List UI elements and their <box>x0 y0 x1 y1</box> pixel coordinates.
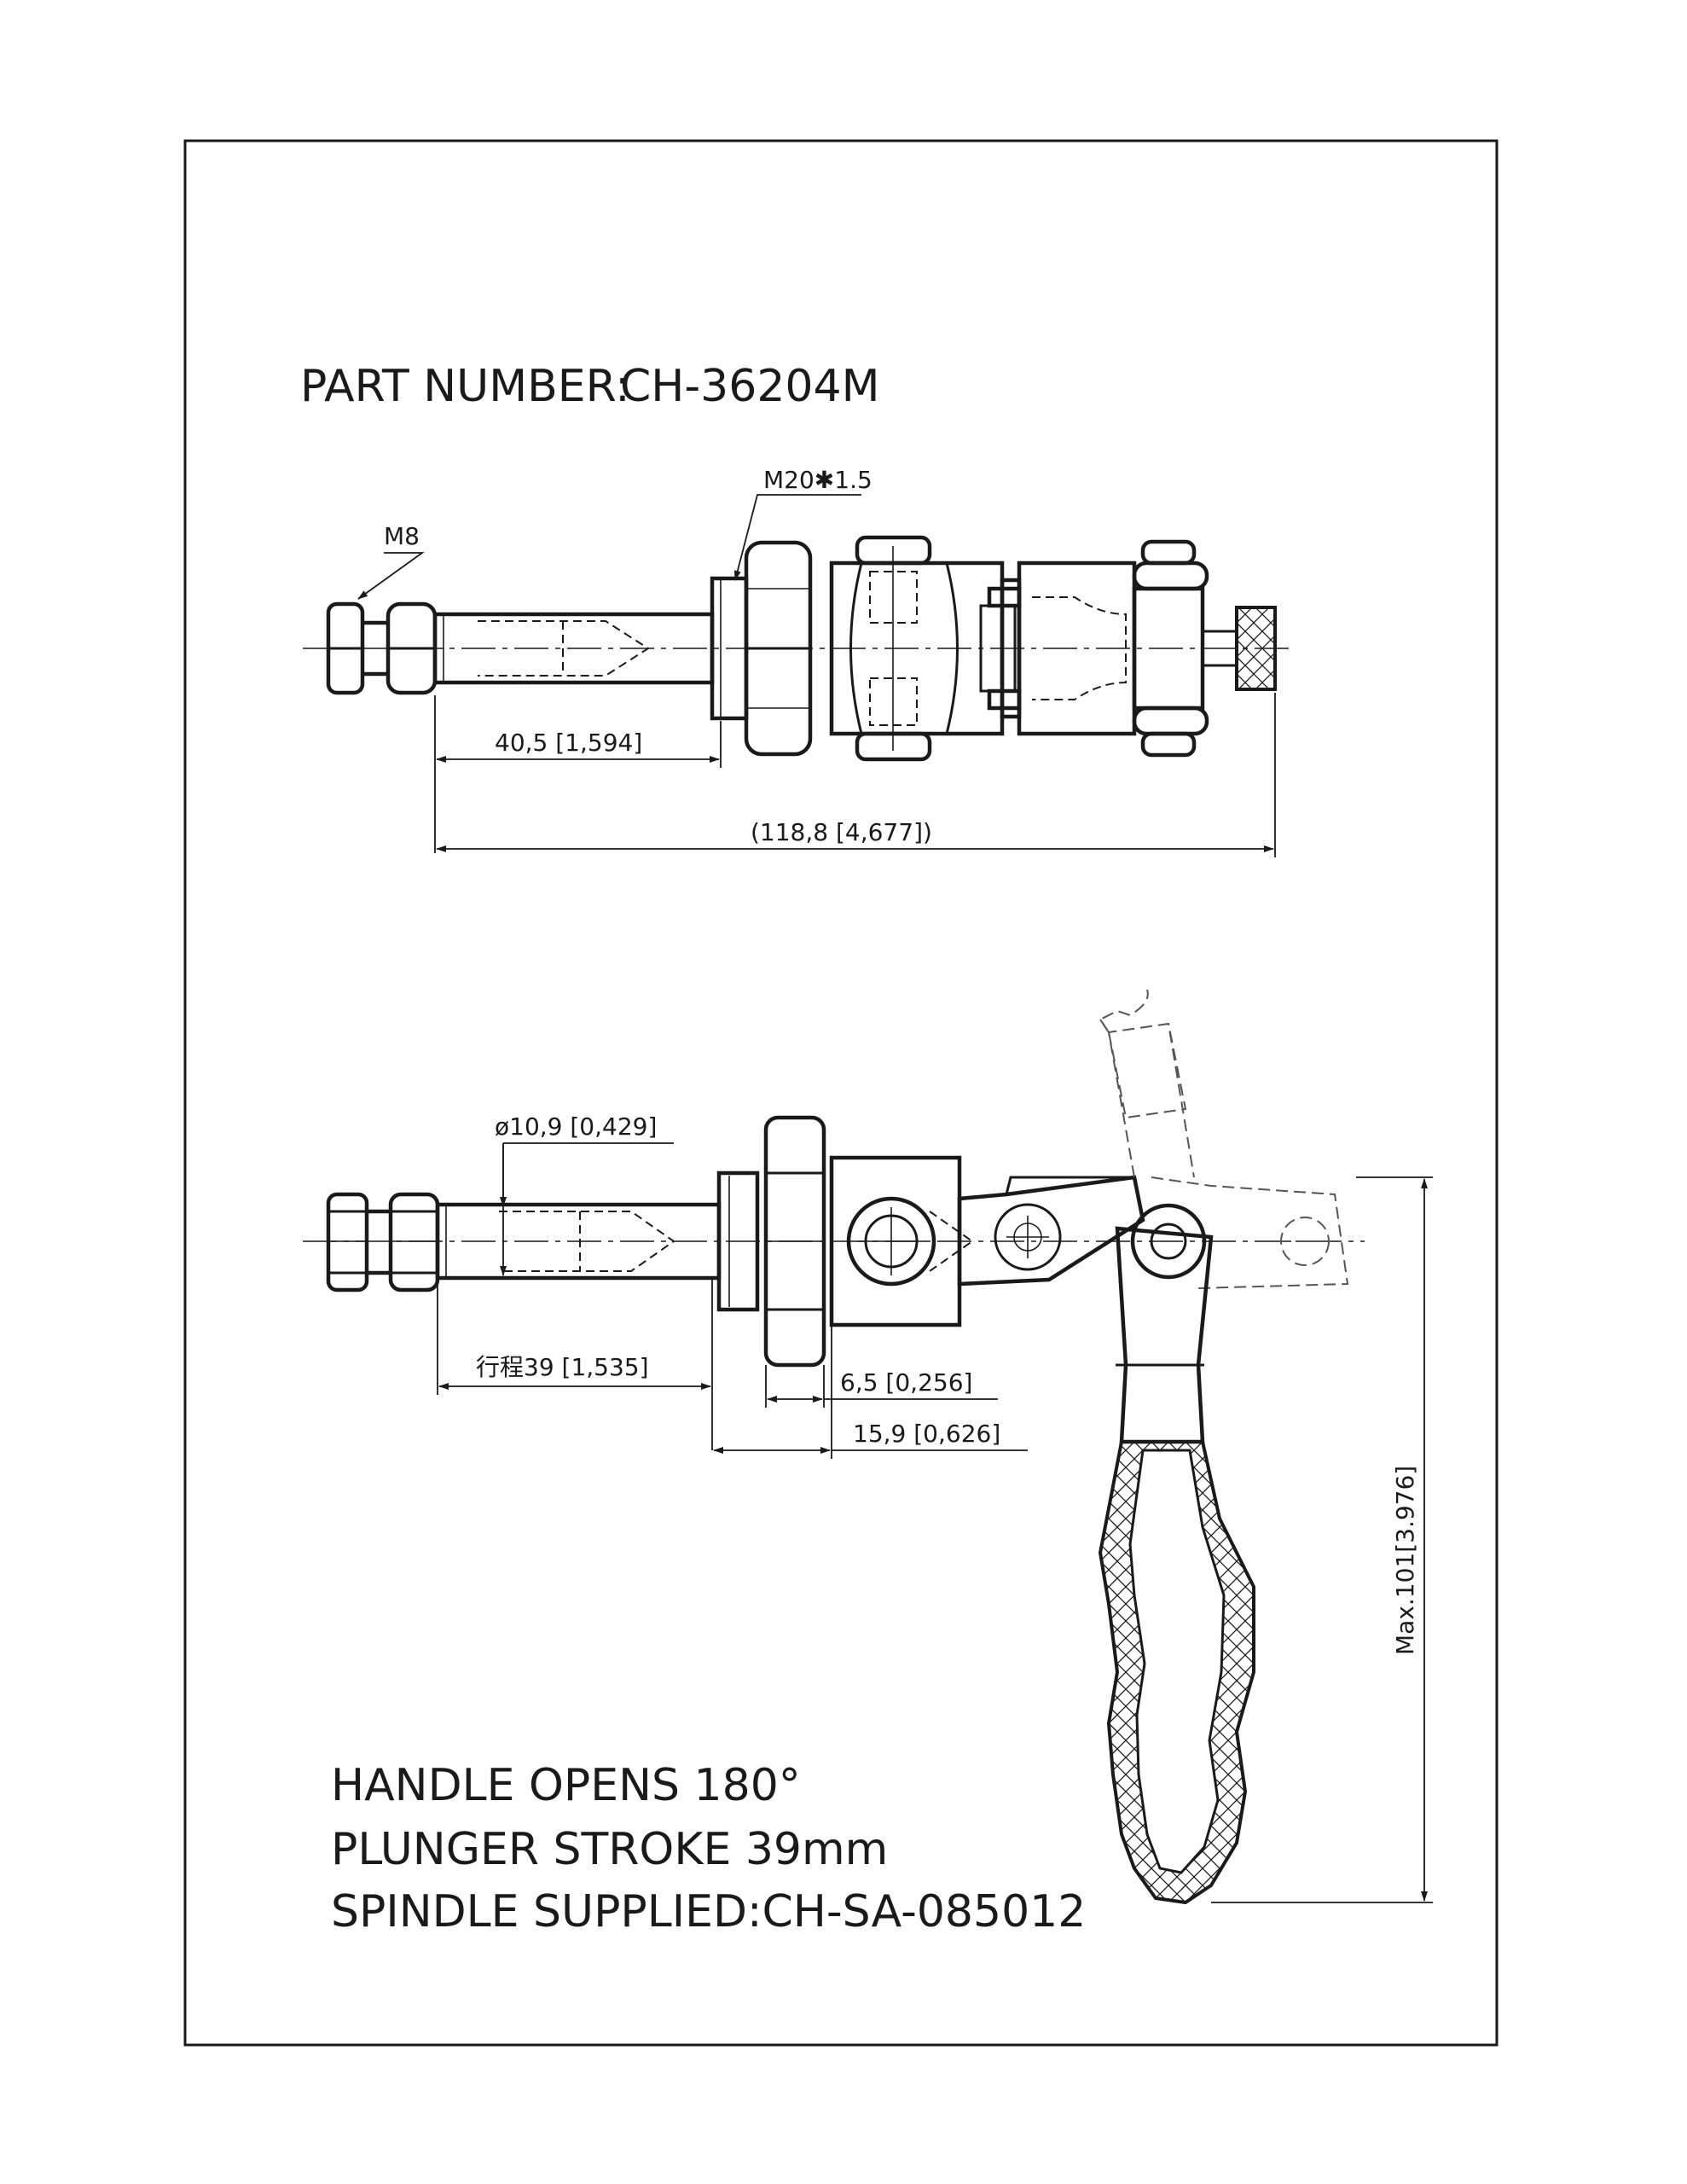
m8-nut-right <box>386 601 438 695</box>
part-number-label: PART NUMBER: <box>300 361 630 412</box>
border-frame <box>183 139 1499 2047</box>
note-spindle-supplied: SPINDLE SUPPLIED:CH-SA-085012 <box>331 1886 1086 1937</box>
dim-plunger-diameter: ø10,9 [0,429] <box>495 1112 657 1141</box>
part-number-value: CH-36204M <box>620 361 879 412</box>
dim-plunger-length: 40,5 [1,594] <box>495 729 642 757</box>
thread-m8-label: M8 <box>384 522 420 550</box>
note-handle-opens: HANDLE OPENS 180° <box>331 1760 801 1811</box>
large-nut-top <box>744 540 813 757</box>
top-view-callouts: M8 M20✱1.5 <box>357 466 872 600</box>
dim-overall-length: (118,8 [4,677]) <box>751 818 932 846</box>
handle-grip <box>1098 1440 1255 1905</box>
note-plunger-stroke: PLUNGER STROKE 39mm <box>331 1824 888 1875</box>
dim-max-height: Max.101[3.976] <box>1391 1466 1419 1655</box>
title-block: PART NUMBER: CH-36204M <box>300 361 879 412</box>
large-nut-side <box>763 1115 826 1368</box>
m8-nut-right-side <box>388 1192 440 1292</box>
threaded-boss-side <box>716 1170 760 1312</box>
side-view-dimensions: ø10,9 [0,429] 行程39 [1,535] 6,5 [0,256] 1… <box>437 1112 1433 1903</box>
side-view <box>303 989 1365 1905</box>
notes-block: HANDLE OPENS 180° PLUNGER STROKE 39mm SP… <box>331 1760 1086 1937</box>
m8-nut-left <box>326 601 365 695</box>
m8-nut-left-side <box>326 1192 369 1292</box>
top-view <box>303 535 1295 762</box>
dim-stroke: 行程39 [1,535] <box>476 1353 649 1381</box>
dim-boss-length: 15,9 [0,626] <box>853 1420 1000 1448</box>
handle-open-position <box>1099 989 1349 1289</box>
top-view-dimensions: 40,5 [1,594] (118,8 [4,677]) <box>434 693 1276 857</box>
thread-m20-label: M20✱1.5 <box>763 466 872 494</box>
handle-fork-top <box>1017 539 1238 758</box>
clamp-body-top <box>829 535 1005 762</box>
handle-section-top <box>1235 606 1277 691</box>
dim-nut-thickness: 6,5 [0,256] <box>840 1368 972 1397</box>
link-side <box>957 1175 1145 1287</box>
